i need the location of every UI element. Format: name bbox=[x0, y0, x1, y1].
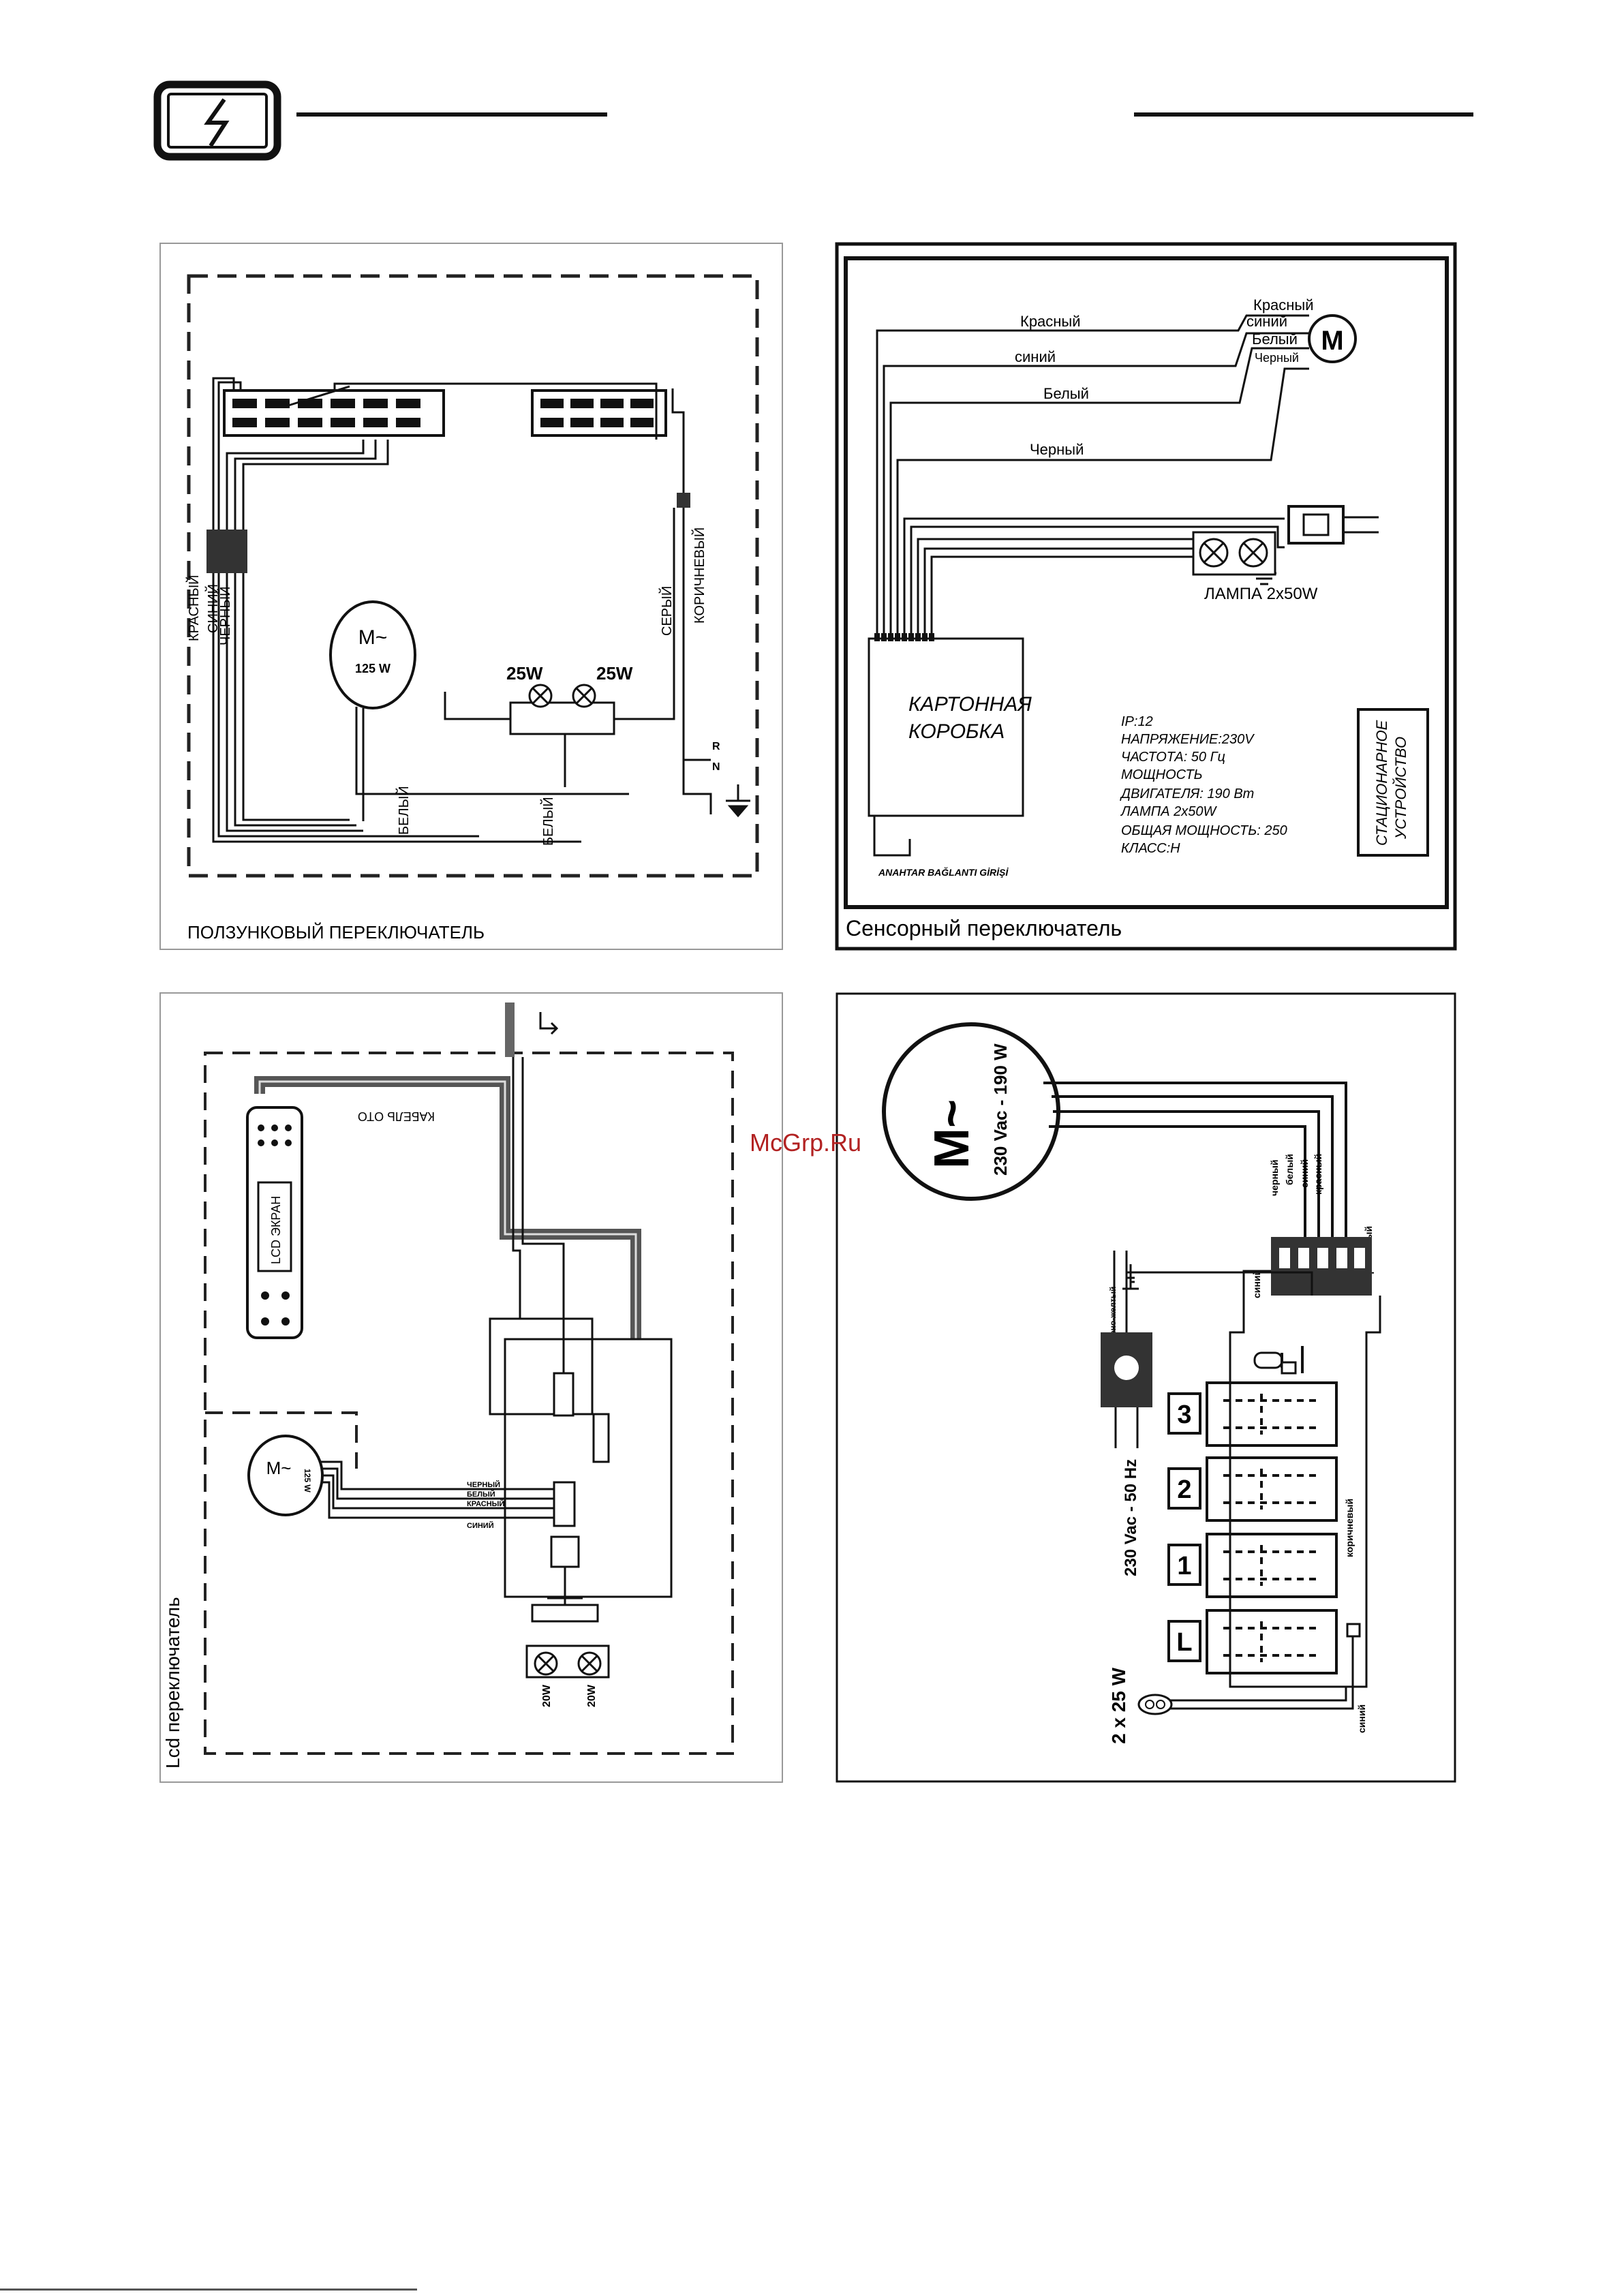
diagram-slide-switch: M~ 125 W 25W 25W R N КРАСНЫЙ СИНИЙ ЧЕРНЫ… bbox=[159, 242, 784, 951]
wire-red-label: красный bbox=[1313, 1154, 1323, 1195]
wire-black-label: черный bbox=[1269, 1160, 1280, 1196]
electric-hazard-icon bbox=[153, 80, 281, 161]
wire-white-label-2: БЕЛЫЙ bbox=[540, 797, 556, 846]
button-2: 2 bbox=[1177, 1475, 1191, 1504]
terminal-n: N bbox=[712, 761, 720, 773]
wire-blue2-label: синий bbox=[1251, 1270, 1262, 1298]
footer-line bbox=[0, 2289, 417, 2291]
spec-motor: ДВИГАТЕЛЯ: 190 Вт bbox=[1120, 786, 1254, 801]
motor-label: M~ bbox=[925, 1099, 979, 1169]
lcd-wire-1: ЧЕРНЫЙ bbox=[467, 1480, 500, 1489]
motor-power: 125 W bbox=[355, 662, 390, 675]
lamp-label: 2 x 25 W bbox=[1108, 1667, 1129, 1744]
cable-label: КАБЕЛЬ ОТО bbox=[358, 1109, 435, 1123]
box-label-line2: КОРОБКА bbox=[908, 720, 1005, 743]
lamp-2-label: 25W bbox=[596, 663, 633, 684]
button-3: 3 bbox=[1177, 1400, 1191, 1429]
wire-red-label: Красный bbox=[1020, 313, 1081, 330]
button-1: 1 bbox=[1177, 1552, 1191, 1580]
lcd-wire-4: СИНИЙ bbox=[467, 1521, 494, 1530]
diagram-lcd-switch: КАБЕЛЬ ОТО LCD ЭКРАН M~ 125 W ЧЕРНЫЙ БЕЛ… bbox=[159, 992, 784, 1784]
motor-wire-red: Красный bbox=[1253, 296, 1314, 313]
motor-label: M~ bbox=[358, 626, 388, 649]
wire-blue-label: синий bbox=[1299, 1159, 1310, 1188]
motor-power: 125 W bbox=[303, 1469, 312, 1493]
diagram-1-caption: ПОЛЗУНКОВЫЙ ПЕРЕКЛЮЧАТЕЛЬ bbox=[187, 922, 485, 943]
diagram-button-switch: M~ 230 Vac - 190 W черный белый синий кр… bbox=[835, 992, 1457, 1784]
lamp-1-label: 20W bbox=[541, 1684, 553, 1707]
header-rule-left bbox=[296, 112, 607, 117]
motor-rating: 230 Vac - 190 W bbox=[990, 1043, 1011, 1176]
spec-frequency: ЧАСТОТА: 50 Гц bbox=[1121, 750, 1225, 765]
wire-blue3-label: синий bbox=[1356, 1704, 1367, 1733]
spec-power: МОЩНОСТЬ bbox=[1121, 767, 1203, 782]
lcd-wire-2: БЕЛЫЙ bbox=[467, 1490, 495, 1499]
spec-voltage: НАПРЯЖЕНИЕ:230V bbox=[1121, 732, 1255, 747]
header-rule-right bbox=[1134, 112, 1473, 117]
spec-class: КЛАСС:Н bbox=[1121, 841, 1180, 856]
terminal-r: R bbox=[712, 741, 720, 752]
spec-ip: IP:12 bbox=[1121, 714, 1153, 729]
stationary-line1: СТАЦИОНАРНОЕ bbox=[1373, 720, 1390, 846]
lamp-2-label: 20W bbox=[586, 1684, 598, 1707]
wire-black-label: ЧЕРНЫЙ bbox=[217, 586, 233, 645]
spec-lamp: ЛАМПА 2х50W bbox=[1120, 804, 1217, 819]
diagram-sensor-switch: M Красный синий Белый Черный ЛАМПА 2х50W bbox=[835, 242, 1457, 951]
diagram-3-caption: Lcd переключатель bbox=[162, 1597, 183, 1769]
wire-black-label: Черный bbox=[1030, 441, 1084, 458]
switch-connection-tag: ANAHTAR BAĞLANTI GİRİŞİ bbox=[878, 866, 1009, 878]
wire-brown-label: КОРИЧНЕВЫЙ bbox=[691, 527, 707, 624]
supply-label: 230 Vac - 50 Hz bbox=[1122, 1459, 1140, 1576]
stationary-line2: УСТРОЙСТВО bbox=[1392, 737, 1409, 840]
wire-blue-label: синий bbox=[1015, 348, 1056, 365]
spec-total: ОБЩАЯ МОЩНОСТЬ: 250 bbox=[1121, 823, 1287, 838]
motor-label: M~ bbox=[266, 1458, 292, 1478]
motor-symbol: M bbox=[1321, 326, 1343, 356]
wire-white-label-1: БЕЛЫЙ bbox=[395, 786, 412, 835]
box-label-line1: КАРТОННАЯ bbox=[908, 693, 1032, 716]
lcd-label: LCD ЭКРАН bbox=[269, 1196, 283, 1264]
diagram-2-caption: Сенсорный переключатель bbox=[846, 916, 1122, 940]
button-l: L bbox=[1176, 1628, 1192, 1657]
watermark: McGrp.Ru bbox=[750, 1129, 862, 1157]
lcd-wire-3: КРАСНЫЙ bbox=[467, 1499, 504, 1508]
wire-white-label: белый bbox=[1284, 1154, 1295, 1185]
wire-red-label: КРАСНЫЙ bbox=[185, 575, 202, 641]
wire-white-label: Белый bbox=[1043, 385, 1089, 402]
wire-blue-label: СИНИЙ bbox=[204, 584, 221, 633]
wire-grey-label: СЕРЫЙ bbox=[658, 586, 675, 636]
wire-brown2-label: коричневый bbox=[1344, 1499, 1355, 1557]
lamp-1-label: 25W bbox=[506, 663, 543, 684]
motor-wire-black: Черный bbox=[1255, 351, 1299, 365]
lamp-label: ЛАМПА 2х50W bbox=[1204, 585, 1318, 603]
